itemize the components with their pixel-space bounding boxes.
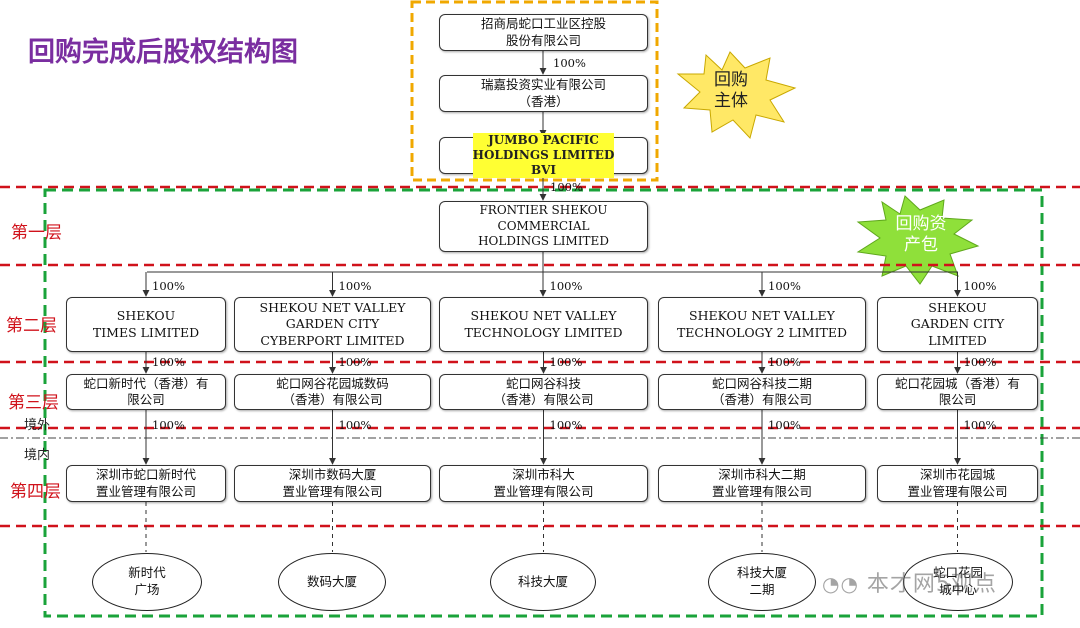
pct-layer2: 100% [549, 279, 583, 293]
buyer-label: 回购 主体 [714, 70, 748, 112]
pct-top-3: 100% [550, 180, 583, 194]
pct-layer2: 100% [768, 279, 801, 293]
layer2-entity: SHEKOU NET VALLEY TECHNOLOGY 2 LIMITED [658, 297, 866, 352]
buyer-starburst [676, 51, 797, 139]
layer4-entity: 深圳市科大 置业管理有限公司 [439, 465, 648, 502]
layer4-entity: 深圳市花园城 置业管理有限公司 [877, 465, 1038, 502]
pct-top-1: 100% [553, 56, 586, 70]
property-asset: 蛇口花园 城中心 [903, 553, 1013, 611]
pct-layer4: 100% [152, 418, 185, 432]
layer2-entity: SHEKOU TIMES LIMITED [66, 297, 226, 352]
property-asset: 数码大厦 [278, 553, 386, 611]
pct-layer2: 100% [152, 279, 185, 293]
asset-package-label: 回购资 产包 [895, 214, 947, 256]
layer2-entity: SHEKOU GARDEN CITY LIMITED [877, 297, 1038, 352]
buyer-frame [410, 0, 659, 182]
property-asset: 科技大厦 二期 [708, 553, 816, 611]
zone-onshore: 境内 [24, 448, 51, 463]
layer-label-3: 第三层 [8, 393, 59, 413]
entity-frontier-shekou: FRONTIER SHEKOU COMMERCIAL HOLDINGS LIMI… [439, 201, 648, 252]
watermark-text: 本才网5观点 [866, 572, 997, 597]
layer4-entity: 深圳市数码大厦 置业管理有限公司 [234, 465, 431, 502]
pct-layer2: 100% [963, 279, 997, 293]
layer2-entity: SHEKOU NET VALLEY GARDEN CITY CYBERPORT … [234, 297, 431, 352]
wechat-icon: ◔◔ [822, 572, 859, 596]
layer-label-2: 第二层 [6, 316, 57, 336]
pct-layer3: 100% [152, 355, 185, 369]
entity-jumbo-pacific: JUMBO PACIFIC HOLDINGS LIMITED BVI [439, 133, 648, 178]
property-asset: 新时代 广场 [92, 553, 202, 611]
pct-layer4: 100% [963, 418, 997, 432]
pct-layer3: 100% [549, 355, 583, 369]
page-title: 回购完成后股权结构图 [28, 37, 298, 68]
layer3-entity: 蛇口网谷科技 （香港）有限公司 [439, 374, 648, 410]
pct-layer4: 100% [768, 418, 801, 432]
zone-offshore: 境外 [24, 418, 51, 433]
pct-layer4: 100% [338, 418, 372, 432]
layer4-entity: 深圳市蛇口新时代 置业管理有限公司 [66, 465, 226, 502]
pct-layer3: 100% [963, 355, 997, 369]
layer3-entity: 蛇口花园城（香港）有 限公司 [877, 374, 1038, 410]
layer4-entity: 深圳市科大二期 置业管理有限公司 [658, 465, 866, 502]
layer-separators [0, 185, 1080, 528]
layer2-entity: SHEKOU NET VALLEY TECHNOLOGY LIMITED [439, 297, 648, 352]
entity-ruijia: 瑞嘉投资实业有限公司 （香港） [439, 75, 648, 112]
layer3-entity: 蛇口网谷科技二期 （香港）有限公司 [658, 374, 866, 410]
watermark: ◔◔ 本才网5观点 [822, 566, 997, 598]
pct-layer4: 100% [549, 418, 583, 432]
pct-layer3: 100% [768, 355, 801, 369]
pct-layer2: 100% [338, 279, 372, 293]
asset-starburst [856, 195, 980, 285]
property-asset: 科技大厦 [490, 553, 596, 611]
entity-cmsk: 招商局蛇口工业区控股 股份有限公司 [439, 14, 648, 51]
layer3-entity: 蛇口网谷花园城数码 （香港）有限公司 [234, 374, 431, 410]
layer3-entity: 蛇口新时代（香港）有 限公司 [66, 374, 226, 410]
entity-jumbo-pacific-label: JUMBO PACIFIC HOLDINGS LIMITED BVI [472, 133, 615, 178]
layer-label-4: 第四层 [10, 482, 61, 502]
layer-label-1: 第一层 [11, 223, 62, 243]
pct-layer3: 100% [338, 355, 372, 369]
